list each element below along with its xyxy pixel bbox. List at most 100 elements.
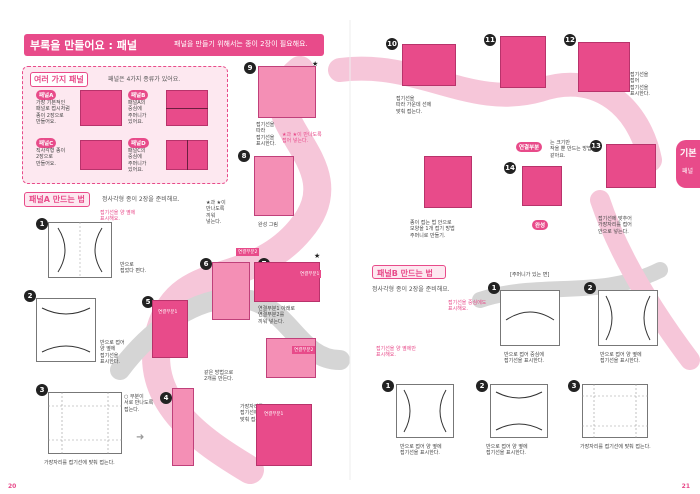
panel-c-desc: 직사각형 종이 2장으로 만들어요. (36, 148, 66, 167)
step-a7-tag-side: 연결부분1 (298, 270, 322, 278)
step-14-number: 14 (504, 162, 516, 174)
step-b-bottom2-number: 2 (476, 380, 488, 392)
page-number-left: 20 (8, 483, 17, 490)
center-paper (424, 156, 472, 208)
panel-b-title: 패널B 만드는 법 (377, 269, 433, 278)
panel-a-title: 패널A 만드는 법 (24, 192, 90, 207)
step-a3-note: 가장자리를 접기선에 맞춰 접는다. (44, 460, 115, 466)
step-b1-top-note: 접기선을 중심에도 표시해요. (448, 300, 487, 313)
done-tag: 완성 (532, 220, 549, 230)
step-a6-result-label: 완성 그림 (258, 222, 278, 228)
panel-a-desc: 가장 기본적인 패널로 접시처럼 종이 2장으로 만들어요. (36, 100, 70, 125)
step-b1-note: 반으로 접어 중심에 접기선을 표시한다. (504, 352, 544, 365)
step-a3-fold-arrows (48, 392, 122, 454)
step-a3-number: 3 (36, 384, 48, 396)
step-a5-note: 같은 방법으로 2개를 만든다. (204, 370, 234, 383)
step-14-paper (522, 166, 562, 206)
step-a5-number: 5 (142, 296, 154, 308)
step-b-bottom2-note: 반으로 접어 양 옆에 접기선을 표시한다. (486, 444, 528, 457)
step-a6-note: ★과 ★이 만나도록 끼워 넣는다. (206, 200, 226, 225)
step-a8-paper (254, 156, 294, 216)
kinds-subtitle: 패널은 4가지 종류가 있어요. (108, 76, 181, 83)
panel-b-title-box: 패널B 만드는 법 (372, 265, 446, 279)
step-a1-top-note: 접기선을 양 옆에 표시해요. (100, 210, 136, 223)
step-13-number: 13 (590, 140, 602, 152)
panel-a-tag: 패널A (36, 90, 57, 100)
panel-b-left-note: 접기선을 양 옆에만 표시해요. (376, 346, 416, 359)
panel-b-subtitle: 정사각형 종이 2장을 준비해요. (372, 286, 450, 293)
step-a4-note: ○ 부분이 서로 만나도록 접는다. (124, 394, 154, 413)
step-a4-arrow: ➜ (136, 432, 145, 443)
side-tab-top: 기본 (680, 149, 697, 159)
step-b1-fold-curve (505, 311, 555, 321)
step-10-number: 10 (386, 38, 398, 50)
step-12-paper (578, 42, 630, 92)
step-a7-star: ★ (314, 252, 321, 260)
panel-d-tag: 패널D (128, 138, 149, 148)
step-b-bottom2-fold-curves (495, 391, 543, 431)
step-14-tag: 연결부분 (516, 142, 543, 152)
step-a3-paper (48, 392, 122, 454)
step-a5-tag: 연결부분1 (156, 308, 180, 316)
page-number-right: 21 (681, 483, 690, 490)
panel-d-pocket-line (187, 140, 188, 170)
step-a7-note: 연결부분1 아래로 연결부분2를 끼워 넣는다. (258, 306, 295, 325)
step-b2-number: 2 (584, 282, 596, 294)
step-a9-star: ★ (312, 60, 319, 68)
step-a4-number: 4 (160, 392, 172, 404)
step-a9-number: 9 (244, 62, 256, 74)
step-a1-note: 반으로 접었다 편다. (120, 262, 147, 275)
step-a6-number: 6 (200, 258, 212, 270)
step-a6-paper (212, 262, 250, 320)
step-b-bottom1-number: 1 (382, 380, 394, 392)
step-a6b-paper (266, 338, 316, 378)
panel-b-desc: 패널A의 중심에 주머니가 있어요. (128, 100, 147, 125)
step-a8-number: 8 (238, 150, 250, 162)
step-a7-paper (254, 262, 320, 302)
step-b1-number: 1 (488, 282, 500, 294)
panel-d-desc: 패널C의 중심에 주머니가 있어요. (128, 148, 147, 173)
step-a1-number: 1 (36, 218, 48, 230)
step-10-paper (402, 44, 456, 86)
step-12-number: 12 (564, 34, 576, 46)
panel-c-tag: 패널C (36, 138, 57, 148)
step-b-bottom1-fold-curves (403, 389, 447, 433)
step-b-bottom3-paper (582, 384, 648, 438)
step-a9-paper (258, 66, 316, 118)
step-a9-note: ★과 ★이 만나도록 접어 넣는다. (282, 132, 322, 145)
panel-b-pocket-line (166, 108, 208, 109)
page-subtitle: 패널을 만들기 위해서는 종이 2장이 필요해요. (174, 40, 308, 48)
step-a2-note: 반으로 접어 양 옆에 접기선을 표시한다. (100, 340, 125, 365)
step-b-bottom3-note: 가장자리를 접기선에 맞춰 접는다. (580, 444, 651, 450)
kinds-title: 여러 가지 패널 (30, 72, 88, 87)
step-a7-tag-top: 연결부분2 (236, 248, 260, 256)
step-10-note: 접기선을 따라 가운데 선에 맞춰 접는다. (396, 96, 432, 115)
step-a5b-tag: 연결부분1 (262, 410, 286, 418)
side-tab: 기본 패널 (676, 140, 700, 188)
panel-b-tag: 패널B (128, 90, 149, 100)
step-14-note: 는 크기만 작을 뿐 만드는 방법은 같아요. (550, 140, 597, 159)
step-a1-fold-curves (57, 222, 103, 278)
step-11-paper (500, 36, 546, 88)
step-13-paper (606, 144, 656, 188)
panel-a-image (80, 90, 122, 126)
panel-b-pocket-label: [주머니가 있는 면] (510, 272, 550, 278)
center-note: 종이 접는 법 안으로 모양을 1개 접기 방법 주머니로 만들기. (410, 220, 455, 239)
page-title: 부록을 만들어요 : 패널 (30, 39, 137, 52)
step-b2-fold-curves (605, 295, 651, 341)
step-13-note: 접기선에 맞추어 가장자리를 접어 안으로 넣는다. (598, 216, 632, 235)
step-a8-note: 접기선을 따라 접기선을 표시한다. (256, 122, 276, 147)
step-b-bottom3-fold-lines (582, 384, 648, 438)
step-b2-note: 반으로 접어 양 옆에 접기선을 표시한다. (600, 352, 642, 365)
step-a2-fold-curves (41, 307, 91, 353)
step-12-note: 접기선을 접어 접기선을 표시한다. (630, 72, 650, 97)
step-a2-number: 2 (24, 290, 36, 302)
step-a4-paper (172, 388, 194, 466)
step-b-bottom1-note: 반으로 접어 양 옆에 접기선을 표시한다. (400, 444, 442, 457)
step-a2-paper (36, 298, 96, 362)
page-header: 부록을 만들어요 : 패널 패널을 만들기 위해서는 종이 2장이 필요해요. (24, 34, 324, 56)
step-a6b-tag: 연결부분2 (292, 346, 316, 354)
step-b-bottom3-number: 3 (568, 380, 580, 392)
panel-a-subtitle: 정사각형 종이 2장을 준비해요. (102, 196, 180, 203)
